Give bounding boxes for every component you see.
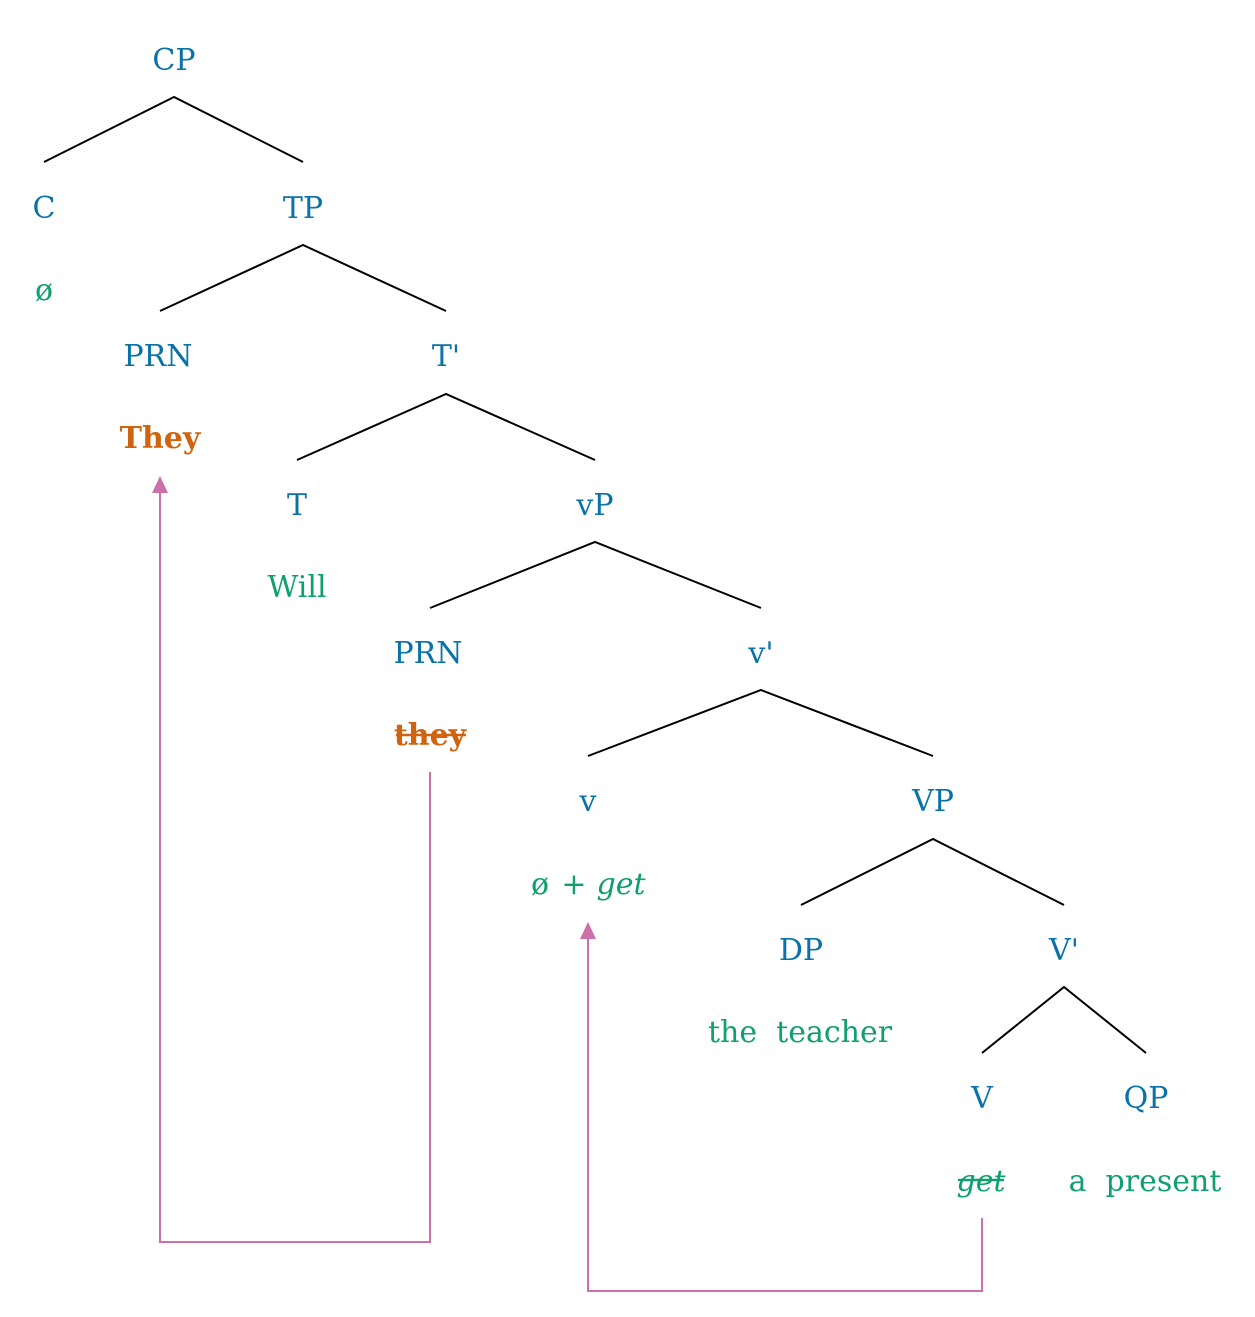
node-v-big: V <box>970 1081 994 1116</box>
word-get-moved: get <box>596 867 646 902</box>
node-vp-big: VP <box>911 784 954 819</box>
node-vp-small: vP <box>575 488 613 523</box>
node-t: T <box>287 488 307 523</box>
word-c-null: ø <box>35 273 53 308</box>
verb-arrow-head <box>580 922 596 939</box>
word-the-teacher: the teacher <box>708 1015 893 1050</box>
word-they-moved: They <box>120 421 202 456</box>
word-v-null: ø <box>531 867 549 902</box>
node-labels: CP C TP PRN T' T vP PRN v' v VP DP V' V … <box>33 43 1169 1116</box>
node-vbar-big: V' <box>1048 933 1079 968</box>
terminal-words: ø They Will they ø + get the teacher get… <box>35 273 1221 1199</box>
node-prn-spec-tp: PRN <box>123 339 192 374</box>
node-prn-spec-vp: PRN <box>393 636 462 671</box>
node-qp: QP <box>1124 1081 1169 1116</box>
node-v-small: v <box>579 784 597 819</box>
branch-tbar <box>296 392 596 461</box>
node-vbar-small: v' <box>747 636 773 671</box>
word-get-trace: get <box>956 1164 1006 1199</box>
branch-cp <box>43 95 304 163</box>
node-c: C <box>33 191 56 226</box>
movement-arrows <box>152 476 983 1292</box>
branch-vbar-big <box>981 985 1147 1054</box>
tree-branches <box>43 95 1147 1054</box>
branch-tp <box>159 243 447 312</box>
word-will: Will <box>267 570 326 605</box>
node-dp: DP <box>779 933 823 968</box>
verb-movement-arrow <box>587 936 983 1292</box>
branch-vp-big <box>800 837 1065 906</box>
branch-vp-small <box>429 540 762 609</box>
node-tbar: T' <box>432 339 460 374</box>
word-a-present: a present <box>1069 1164 1222 1199</box>
pronoun-movement-arrow <box>159 490 431 1243</box>
node-tp: TP <box>283 191 323 226</box>
node-cp: CP <box>152 43 195 78</box>
word-plus: + <box>561 867 586 902</box>
branch-vbar-small <box>587 688 934 757</box>
pronoun-arrow-head <box>152 476 168 493</box>
